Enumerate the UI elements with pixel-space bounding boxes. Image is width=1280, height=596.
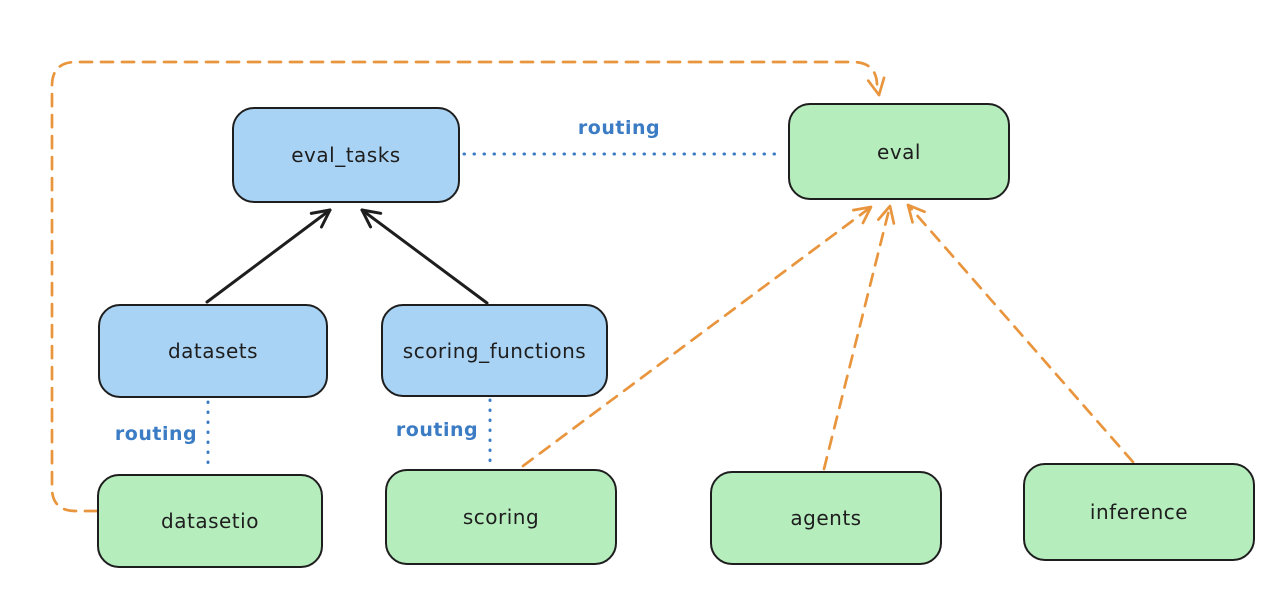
node-datasetio-label: datasetio xyxy=(161,509,259,533)
edge-scoring-functions-to-eval-tasks xyxy=(360,208,489,305)
node-scoring-functions-label: scoring_functions xyxy=(402,338,587,363)
node-eval: eval xyxy=(788,103,1010,200)
node-eval-tasks-label: eval_tasks xyxy=(291,143,401,167)
node-scoring-label: scoring xyxy=(462,505,540,529)
node-inference-label: inference xyxy=(1089,500,1189,524)
node-agents-label: agents xyxy=(790,506,862,530)
node-datasets: datasets xyxy=(98,304,328,398)
node-inference: inference xyxy=(1023,463,1255,561)
edge-label-datasets-to-datasetio: routing xyxy=(114,423,198,445)
node-datasetio: datasetio xyxy=(97,474,323,568)
node-eval-tasks: eval_tasks xyxy=(232,107,460,203)
edge-label-scoring-functions-to-scoring: routing xyxy=(395,419,479,441)
node-agents: agents xyxy=(710,471,942,565)
node-scoring: scoring xyxy=(385,469,617,565)
node-eval-label: eval xyxy=(877,139,921,164)
edge-label-eval-tasks-to-eval: routing xyxy=(577,117,661,139)
node-scoring-functions: scoring_functions xyxy=(381,304,608,397)
edge-agents-to-eval xyxy=(822,204,896,471)
edge-scoring-to-eval xyxy=(521,205,873,468)
node-datasets-label: datasets xyxy=(167,339,259,363)
edge-datasets-to-eval-tasks xyxy=(205,208,332,304)
edge-inference-to-eval xyxy=(906,203,1135,464)
